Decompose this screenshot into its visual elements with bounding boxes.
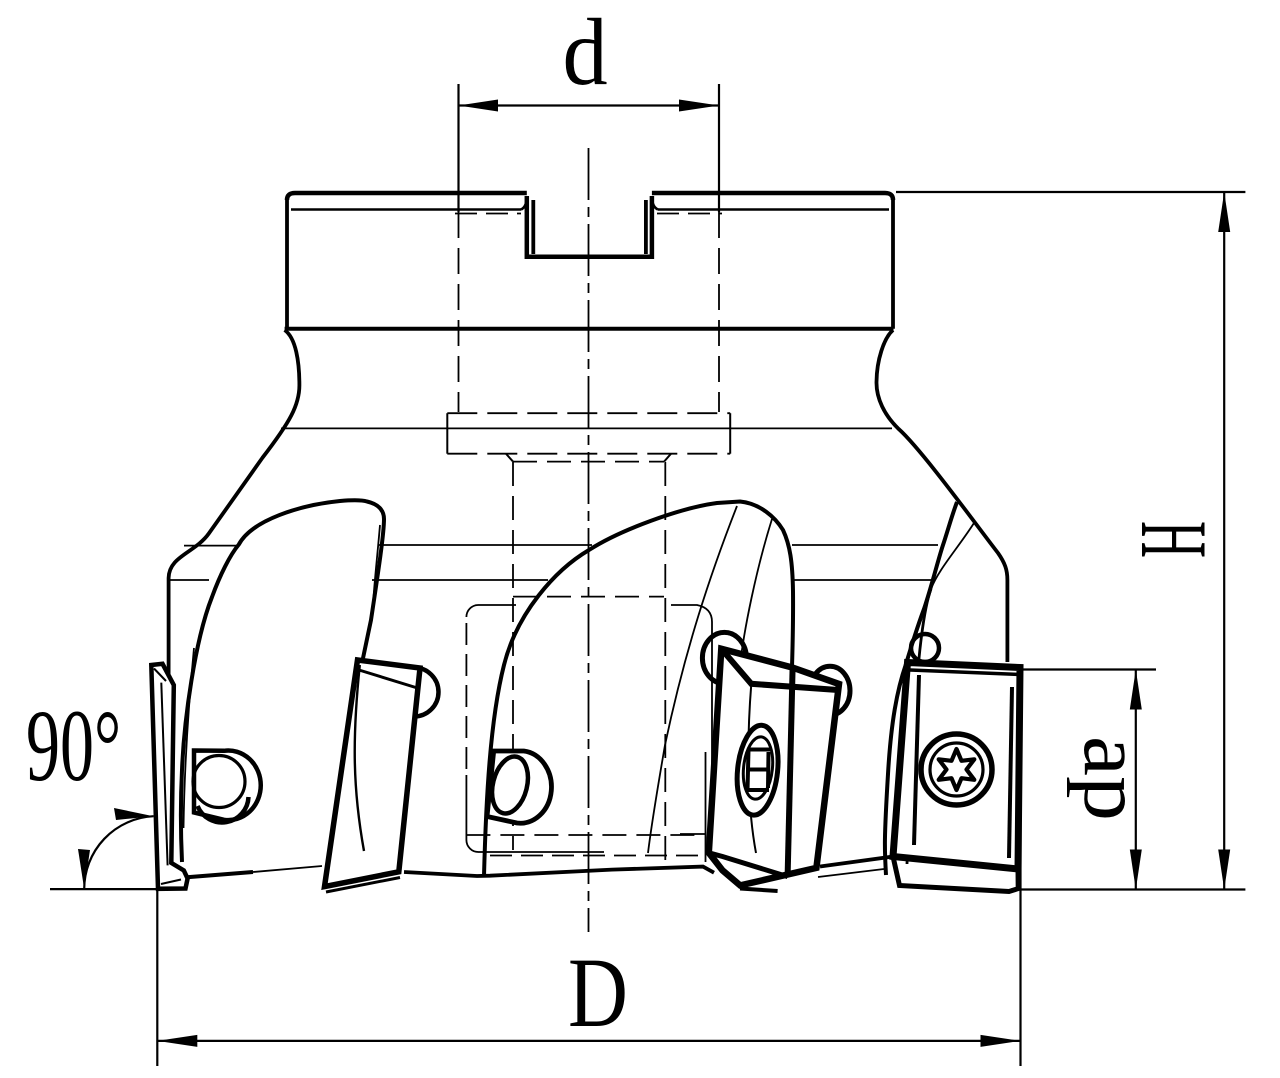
svg-text:d: d [562, 0, 607, 106]
svg-text:90°: 90° [26, 688, 121, 802]
svg-text:ap: ap [1067, 736, 1161, 821]
svg-text:D: D [568, 937, 628, 1048]
svg-text:H: H [1121, 521, 1227, 558]
